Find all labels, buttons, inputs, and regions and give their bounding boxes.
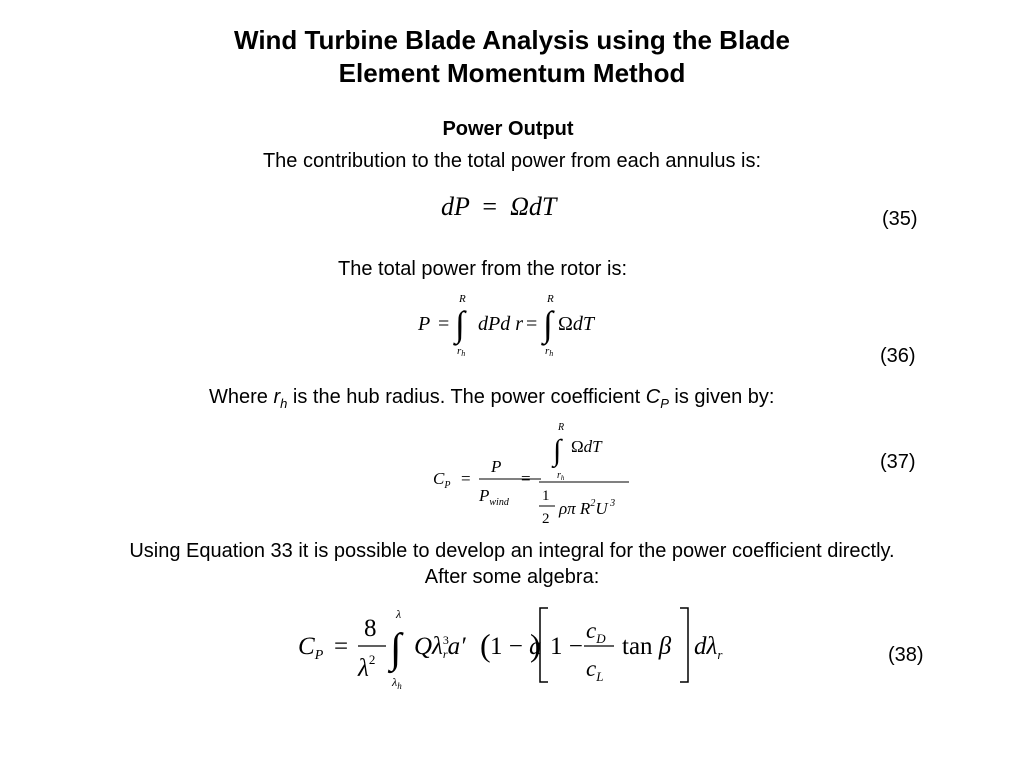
p3-var-sub: h — [280, 396, 288, 411]
eq38-cd: cD — [586, 618, 606, 646]
eq37-upper: R — [557, 422, 564, 433]
eq38-lower: λh — [391, 675, 402, 691]
eq38-integral: ∫ — [387, 626, 404, 674]
eq35-lhs: dP — [441, 192, 470, 221]
eq38-cl: cL — [586, 656, 603, 684]
eq36-integral-2: ∫ — [541, 304, 555, 346]
eq37-denominator-pwind: Pwind — [478, 486, 510, 508]
eq36-lower-1: rh — [457, 345, 465, 358]
eq36-equals-1: = — [438, 313, 449, 335]
p3-var: r — [273, 386, 281, 408]
eq38-paren-open: ( — [480, 627, 491, 663]
eq38-bracket-close — [680, 607, 689, 683]
eq35-equals: = — [475, 192, 504, 221]
p4-line-2: After some algebra: — [424, 566, 600, 588]
eq37-lower: rh — [557, 470, 565, 482]
p3-text-c: is given by: — [668, 386, 775, 408]
equation-number-38: (38) — [888, 644, 924, 666]
eq38-cp: CP — [298, 633, 324, 663]
equation-36: P = ∫ R rh dPd r = ∫ R rh ΩdT — [417, 293, 596, 358]
eq36-integrand-2: ΩdT — [558, 313, 596, 335]
eq38-one-minus: 1 − — [550, 633, 583, 660]
eq36-upper-1: R — [458, 293, 466, 305]
equation-37: CP = P Pwind = ∫ R rh ΩdT 1 2 ρπ R2U 3 — [433, 422, 629, 527]
paragraph-power-coefficient: Where rh is the hub radius. The power co… — [209, 384, 774, 417]
equation-number-37: (37) — [880, 451, 916, 473]
eq38-bracket-open — [539, 607, 548, 683]
p3-coef: C — [645, 386, 661, 408]
eq37-rho-pi-r2-u3: ρπ R2U 3 — [558, 498, 615, 518]
p3-text-b: is the hub radius. The power coefficient — [287, 386, 646, 408]
eq38-frac-num: 8 — [364, 615, 377, 642]
title-line-2: Element Momentum Method — [338, 58, 686, 88]
eq36-lower-2: rh — [545, 345, 553, 358]
paragraph-annulus: The contribution to the total power from… — [262, 150, 762, 172]
title-line-1: Wind Turbine Blade Analysis using the Bl… — [234, 25, 790, 55]
section-heading: Power Output — [442, 118, 574, 140]
equation-number-35: (35) — [882, 208, 918, 230]
eq37-equals-2: = — [521, 469, 531, 488]
eq38-frac-den: λ2 — [357, 652, 375, 682]
equation-number-36: (36) — [880, 345, 916, 367]
eq36-integrand-1: dPd r — [478, 313, 523, 335]
eq38-one-minus-a: 1 − a — [490, 633, 542, 660]
eq35-rhs: ΩdT — [510, 192, 557, 221]
eq37-cp: CP — [433, 469, 450, 491]
p3-coef-sub: P — [660, 396, 669, 411]
page-title: Wind Turbine Blade Analysis using the Bl… — [0, 24, 1024, 90]
eq38-equals: = — [334, 633, 348, 660]
eq36-equals-2: = — [526, 313, 537, 335]
eq36-integral-1: ∫ — [453, 304, 467, 346]
eq38-paren-close: ) — [530, 627, 541, 663]
eq38-upper: λ — [395, 607, 401, 621]
p4-line-1: Using Equation 33 it is possible to deve… — [129, 540, 895, 562]
eq37-numerator-p: P — [490, 457, 501, 476]
eq36-lhs-p: P — [417, 313, 430, 335]
equation-35: dP = ΩdT — [441, 192, 556, 222]
eq38-d-lambda-r: dλr — [694, 633, 723, 662]
paragraph-equation-33: Using Equation 33 it is possible to deve… — [0, 538, 1024, 590]
p3-text-a: Where — [209, 386, 274, 408]
eq37-equals-1: = — [461, 469, 471, 488]
eq38-tan-beta: tan β — [622, 633, 672, 660]
eq37-half-den: 2 — [542, 511, 550, 527]
eq37-integrand: ΩdT — [571, 437, 603, 456]
eq37-half-num: 1 — [542, 488, 550, 504]
eq37-integral: ∫ — [551, 434, 563, 469]
paragraph-total-power: The total power from the rotor is: — [338, 258, 628, 280]
eq36-upper-2: R — [546, 293, 554, 305]
